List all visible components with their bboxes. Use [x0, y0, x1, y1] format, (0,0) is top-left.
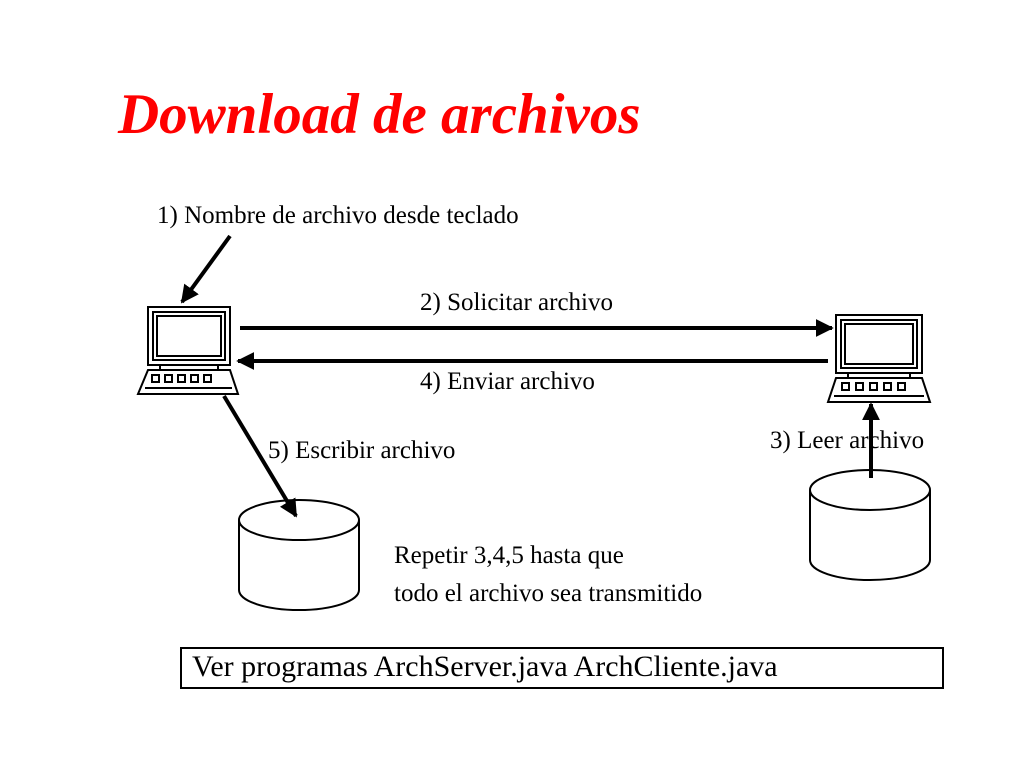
server-computer-icon	[826, 314, 932, 403]
step5-label: 5) Escribir archivo	[268, 437, 456, 464]
step3-label: 3) Leer archivo	[770, 427, 925, 454]
arrow-keyboard-input	[180, 234, 232, 304]
programs-reference-box: Ver programas ArchServer.java ArchClient…	[180, 647, 944, 689]
step2-label: 2) Solicitar archivo	[420, 289, 613, 316]
repeat-note-line2: todo el archivo sea transmitido	[394, 579, 703, 607]
step1-label: 1) Nombre de archivo desde teclado	[157, 202, 519, 229]
repeat-note: Repetir 3,4,5 hasta que todo el archivo …	[394, 537, 702, 612]
client-computer-icon	[136, 306, 240, 395]
repeat-note-line1: Repetir 3,4,5 hasta que	[394, 542, 624, 569]
step4-label: 4) Enviar archivo	[420, 368, 595, 395]
slide-title: Download de archivos	[118, 83, 641, 146]
server-disk-icon	[809, 469, 931, 581]
arrow-write-file	[222, 394, 298, 518]
client-disk-icon	[238, 499, 360, 611]
